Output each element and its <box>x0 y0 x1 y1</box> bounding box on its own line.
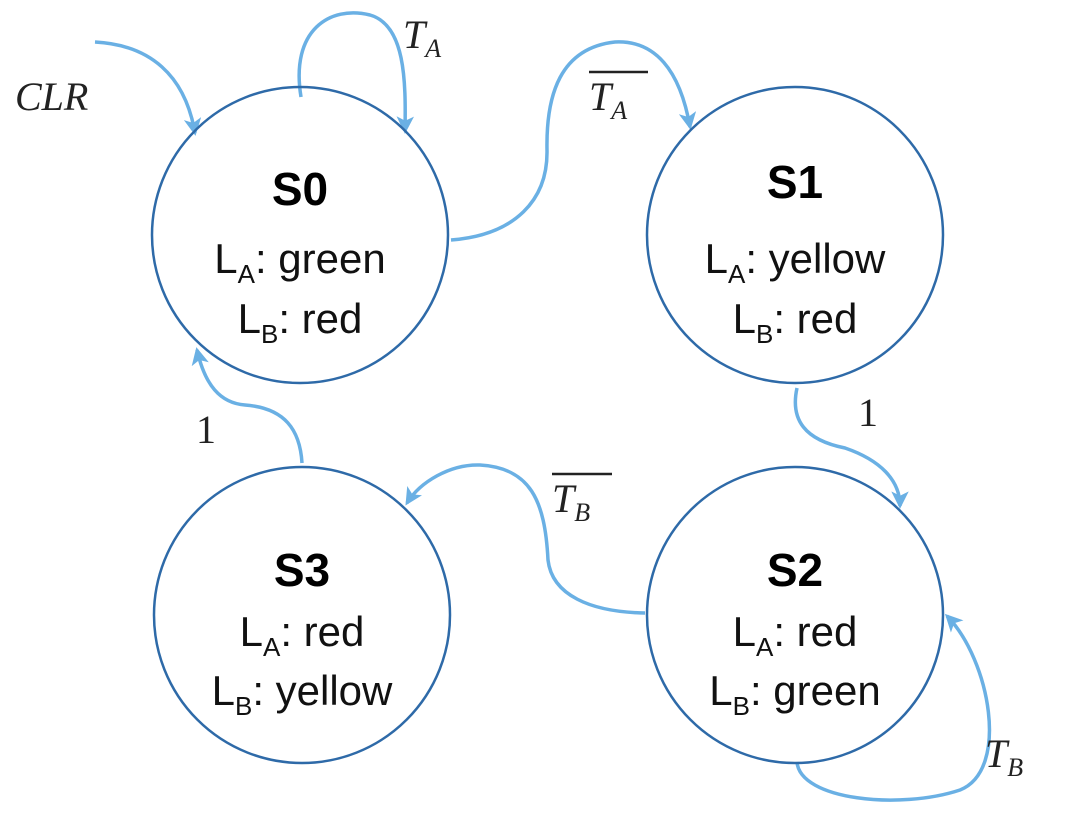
output-lb: LB: green <box>709 667 880 721</box>
state-circle <box>645 85 945 385</box>
s1-to-s2-arrow <box>793 387 909 509</box>
output-la: LA: red <box>240 608 365 662</box>
state-s2: S2 LA: red LB: green <box>645 465 945 765</box>
s2-self-loop-arrow <box>795 613 992 802</box>
state-s3: S3 LA: red LB: yellow <box>152 465 452 765</box>
state-name: S3 <box>274 544 330 596</box>
svg-text:TB: TB <box>552 476 590 527</box>
reset-arrow <box>94 40 202 136</box>
output-la: LA: red <box>733 608 858 662</box>
output-lb: LB: yellow <box>212 667 393 721</box>
output-lb: LB: red <box>238 295 363 349</box>
s2-self-loop-label: TB <box>985 731 1023 782</box>
svg-text:TA: TA <box>589 74 627 125</box>
state-s0: S0 LA: green LB: red <box>150 85 450 385</box>
state-s1: S1 LA: yellow LB: red <box>645 85 945 385</box>
state-circle <box>152 465 452 765</box>
s1-to-s2-label: 1 <box>858 390 878 435</box>
s0-to-s1-arrow <box>450 40 697 242</box>
s0-to-s1-label: TA <box>589 70 648 125</box>
output-la: LA: yellow <box>705 235 886 289</box>
state-circle <box>645 465 945 765</box>
state-circle <box>150 85 450 385</box>
state-name: S2 <box>767 544 823 596</box>
state-name: S1 <box>767 156 823 208</box>
output-lb: LB: red <box>733 295 858 349</box>
state-name: S0 <box>272 163 328 215</box>
s2-to-s3-arrow <box>405 463 646 615</box>
s2-to-s3-label: TB <box>552 472 612 527</box>
s3-to-s0-arrow <box>191 347 304 464</box>
output-la: LA: green <box>214 235 385 289</box>
s0-self-loop-arrow <box>297 11 415 134</box>
clr-label: CLR <box>15 74 88 119</box>
s3-to-s0-label: 1 <box>196 407 216 452</box>
s0-self-loop-label: TA <box>403 12 441 63</box>
